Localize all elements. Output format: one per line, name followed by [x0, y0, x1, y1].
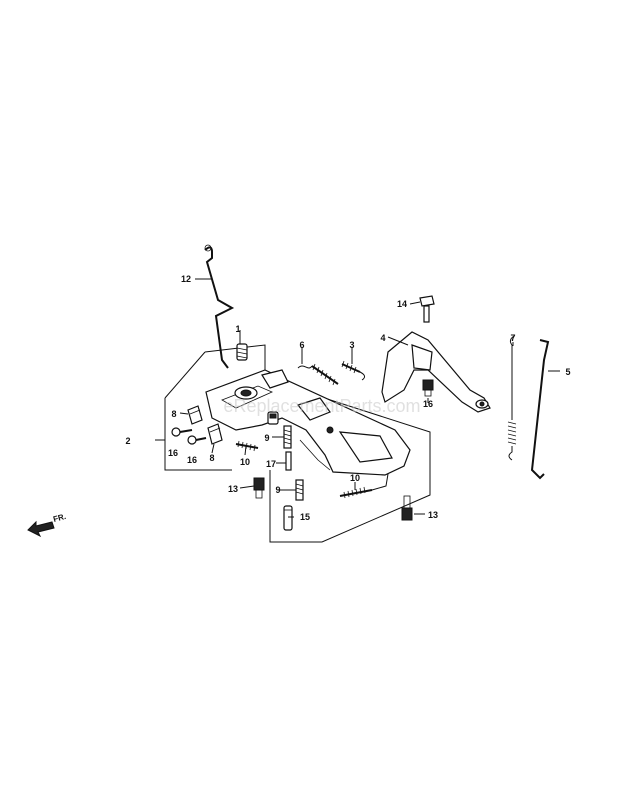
pin-17 — [285, 451, 292, 471]
direction-label: FR. — [52, 512, 67, 524]
callout-6: 6 — [299, 340, 304, 350]
choke-lever — [381, 331, 491, 413]
collar-8-upper — [187, 405, 203, 425]
callout-3: 3 — [349, 340, 354, 350]
plate-detent — [267, 411, 279, 425]
leader-lines — [179, 278, 560, 518]
callout-13-right: 13 — [428, 510, 438, 520]
callout-1: 1 — [235, 324, 240, 334]
callout-8-upper: 8 — [171, 409, 176, 419]
callout-5: 5 — [565, 367, 570, 377]
screw-15 — [283, 505, 293, 531]
callout-16-upper: 16 — [423, 399, 433, 409]
callout-10-left: 10 — [240, 457, 250, 467]
pin-9-upper — [283, 425, 292, 449]
callout-13-left: 13 — [228, 484, 238, 494]
callout-2: 2 — [125, 436, 130, 446]
governor-spring — [341, 360, 366, 381]
spring-10-left — [235, 440, 259, 452]
callout-9-upper: 9 — [264, 433, 269, 443]
throttle-rod — [204, 244, 235, 369]
callout-7: 7 — [510, 333, 515, 343]
screw-16-mid — [187, 435, 207, 445]
watermark-text: eReplacementParts.com — [223, 396, 420, 416]
callout-14: 14 — [397, 299, 407, 309]
choke-spring-link — [507, 335, 517, 461]
callout-16-mid: 16 — [187, 455, 197, 465]
spring-10-lower — [339, 473, 389, 499]
collar-8-lower — [207, 423, 223, 445]
callout-10-lower: 10 — [350, 473, 360, 483]
pin-9-lower — [295, 479, 304, 501]
front-direction-arrow: FR. — [27, 512, 67, 538]
callout-labels: 1 2 3 4 5 6 7 8 8 9 9 10 10 12 13 13 14 … — [125, 274, 570, 522]
clip-spring — [236, 343, 248, 361]
bolt-13-right — [401, 495, 413, 521]
nut-16-upper — [422, 379, 434, 397]
callout-4: 4 — [380, 333, 385, 343]
bolt-13-left — [253, 477, 265, 499]
callout-12: 12 — [181, 274, 191, 284]
callout-16-left: 16 — [168, 448, 178, 458]
callout-17: 17 — [266, 459, 276, 469]
choke-rod — [530, 339, 550, 480]
callout-15: 15 — [300, 512, 310, 522]
control-base-plate — [205, 369, 411, 476]
assembly-bracket — [155, 344, 431, 543]
bolt-14 — [419, 295, 435, 323]
callout-8-lower: 8 — [209, 453, 214, 463]
callout-9-lower: 9 — [275, 485, 280, 495]
screw-16-left — [171, 427, 193, 437]
return-spring — [297, 363, 339, 386]
